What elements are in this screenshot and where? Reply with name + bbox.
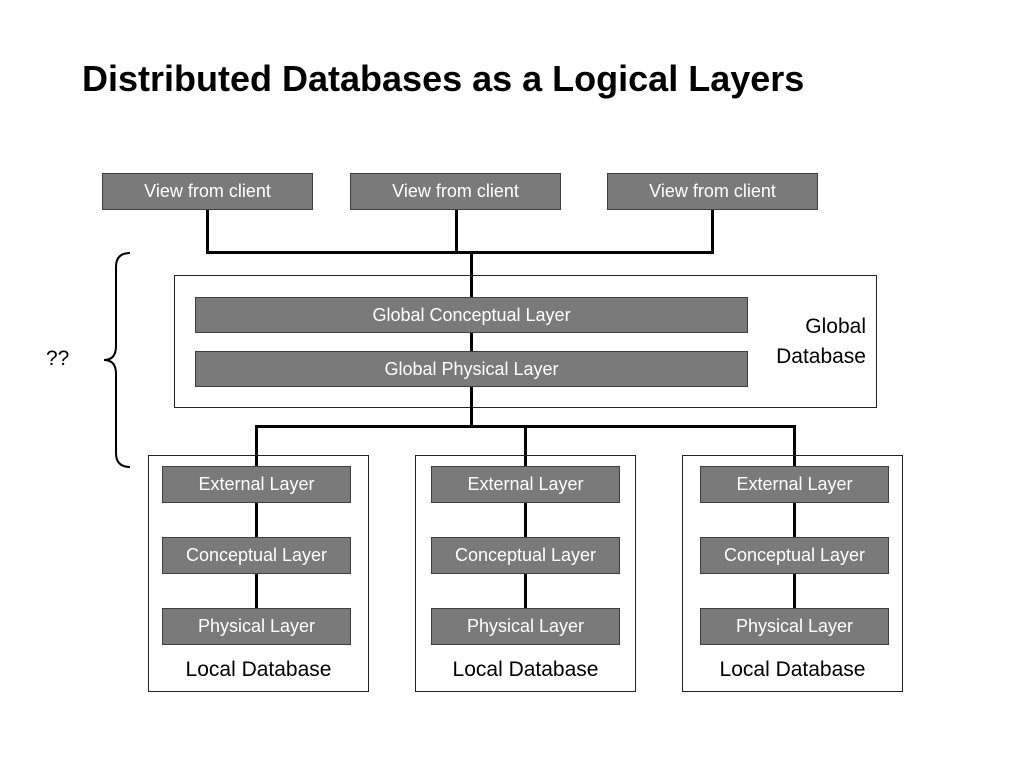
global-database-label-line2: Database (776, 345, 866, 368)
local-3-database-label: Local Database (719, 658, 866, 681)
global-database-frame (174, 275, 877, 408)
local-3-connector-a (793, 503, 796, 537)
local-3-physical-layer-box: Physical Layer (700, 608, 889, 645)
local-1-connector-b (255, 574, 258, 608)
connector-client-1 (206, 210, 209, 254)
local-1-physical-layer-box: Physical Layer (162, 608, 351, 645)
local-2-connector-b (524, 574, 527, 608)
connector-client-bus (206, 251, 714, 254)
brace-label: ?? (46, 347, 70, 370)
connector-global-down (470, 387, 473, 427)
global-conceptual-layer-box: Global Conceptual Layer (195, 297, 748, 333)
client-view-box-2: View from client (350, 173, 561, 210)
local-2-physical-layer-box: Physical Layer (431, 608, 620, 645)
connector-client-2 (455, 210, 458, 254)
local-3-external-layer-box: External Layer (700, 466, 889, 503)
client-view-box-3: View from client (607, 173, 818, 210)
local-1-database-label: Local Database (185, 658, 332, 681)
local-3-connector-b (793, 574, 796, 608)
local-database-frame-1 (148, 455, 369, 692)
connector-client-3 (711, 210, 714, 254)
global-physical-layer-box: Global Physical Layer (195, 351, 748, 387)
connector-global-inner (470, 333, 473, 351)
local-2-conceptual-layer-box: Conceptual Layer (431, 537, 620, 574)
client-view-box-1: View from client (102, 173, 313, 210)
slide-title: Distributed Databases as a Logical Layer… (82, 58, 805, 99)
local-database-frame-3 (682, 455, 903, 692)
connector-local-1 (255, 425, 258, 466)
local-1-external-layer-box: External Layer (162, 466, 351, 503)
connector-local-3 (793, 425, 796, 466)
global-database-label: Global Database (748, 312, 866, 372)
local-1-connector-a (255, 503, 258, 537)
global-database-label-line1: Global (805, 315, 866, 338)
local-database-frame-2 (415, 455, 636, 692)
connector-to-global (470, 251, 473, 297)
local-1-conceptual-layer-box: Conceptual Layer (162, 537, 351, 574)
curly-brace (103, 252, 131, 468)
local-2-database-label: Local Database (452, 658, 599, 681)
connector-local-2 (524, 425, 527, 466)
local-3-conceptual-layer-box: Conceptual Layer (700, 537, 889, 574)
local-2-external-layer-box: External Layer (431, 466, 620, 503)
local-2-connector-a (524, 503, 527, 537)
